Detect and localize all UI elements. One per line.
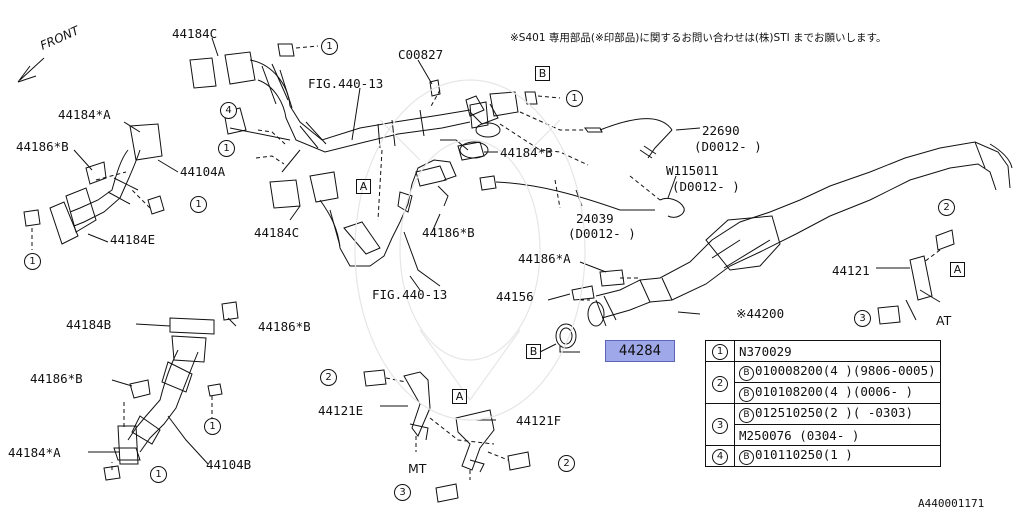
box-marker-a-right: A <box>950 262 965 277</box>
label-44186b-low-1: 44186*B <box>258 319 311 334</box>
label-44121e: 44121E <box>318 403 364 418</box>
front-exhaust-pipe-top <box>189 51 519 221</box>
box-marker-b-low: B <box>526 344 541 359</box>
label-44186b-low-2: 44186*B <box>30 371 83 386</box>
legend-key-1: 1 <box>712 344 728 360</box>
callout-1-g: 1 <box>150 466 167 483</box>
callout-3-a: 3 <box>854 310 871 327</box>
label-44186b-left: 44186*B <box>16 139 69 154</box>
label-44121f: 44121F <box>516 413 562 428</box>
bolt-b-icon: B <box>739 387 754 402</box>
box-marker-a-low: A <box>452 389 467 404</box>
sti-watermark <box>354 79 586 421</box>
legend-key-2: 2 <box>712 375 728 392</box>
bracket-44121-at <box>909 255 933 301</box>
bolt-44186b-left <box>85 161 107 185</box>
bolt-44186b-low <box>221 301 239 321</box>
diagram-reference-id: A440001171 <box>918 497 985 510</box>
bracket-44121e <box>403 371 431 441</box>
label-w115011: W115011 <box>666 163 719 178</box>
left-lower-exhaust-pipe <box>113 317 215 465</box>
legend-row-1[interactable]: 1 N370029 <box>705 340 941 362</box>
sti-notice: ※S401 専用部品(※印部品)に関するお問い合わせは(株)STI までお願いし… <box>510 32 887 44</box>
legend-text-1: N370029 <box>734 340 941 362</box>
oxygen-sensor-22690 <box>584 118 673 159</box>
label-mt: MT <box>408 461 427 476</box>
front-arrow-icon <box>17 57 45 83</box>
label-w115011-date: (D0012- ) <box>672 179 740 194</box>
legend-text-3b: M250076 (0304- ) <box>734 424 941 446</box>
label-44186a: 44186*A <box>518 251 571 266</box>
label-fig440-13-bot: FIG.440-13 <box>372 287 448 302</box>
oxygen-sensor-24039 <box>479 175 685 218</box>
callout-2-b: 2 <box>320 369 337 386</box>
callout-1-c: 1 <box>218 140 235 157</box>
legend-row-3b[interactable]: M250076 (0304- ) <box>706 424 941 446</box>
callout-1-d: 1 <box>190 196 207 213</box>
bolt-b-icon: B <box>739 408 754 423</box>
legend-key-3: 3 <box>712 417 728 434</box>
box-marker-a-mid: A <box>356 179 371 194</box>
callout-3-b: 3 <box>394 484 411 501</box>
rear-pipe-44200 <box>587 141 1013 327</box>
label-44184c-top: 44184C <box>172 26 218 41</box>
callout-1-a: 1 <box>321 38 338 55</box>
label-44156: 44156 <box>496 289 534 304</box>
callout-4: 4 <box>220 102 237 119</box>
label-at: AT <box>936 313 952 328</box>
legend-key-4: 4 <box>712 449 728 465</box>
label-22690-date: (D0012- ) <box>694 139 762 154</box>
label-44104b: 44104B <box>206 457 252 472</box>
label-44184b-low: 44184B <box>66 317 112 332</box>
label-44186b-mid: 44186*B <box>422 225 475 240</box>
label-44121: 44121 <box>832 263 870 278</box>
callout-2-a: 2 <box>938 199 955 216</box>
box-marker-b-top: B <box>535 66 550 81</box>
gasket-44184b-mid <box>457 141 485 161</box>
gasket-44284 <box>555 323 577 349</box>
label-44184a-top: 44184*A <box>58 107 111 122</box>
callout-1-b: 1 <box>566 90 583 107</box>
bolt-b-icon: B <box>739 366 754 381</box>
label-24039: 24039 <box>576 211 614 226</box>
label-44200: ※44200 <box>736 306 785 321</box>
highlighted-part-44284[interactable]: 44284 <box>605 340 675 362</box>
left-upper-exhaust-pipe <box>49 123 163 245</box>
callout-1-e: 1 <box>24 253 41 270</box>
label-44184b-mid: 44184*B <box>500 145 553 160</box>
leader-lines <box>73 37 910 465</box>
spring-44156 <box>571 285 595 301</box>
label-44104a: 44104A <box>180 164 226 179</box>
label-22690: 22690 <box>702 123 740 138</box>
callout-1-f: 1 <box>204 418 221 435</box>
bolt-44186a <box>599 269 625 287</box>
label-c00827: C00827 <box>398 47 444 62</box>
callout-2-c: 2 <box>558 455 575 472</box>
label-44184c-mid: 44184C <box>254 225 300 240</box>
label-24039-date: (D0012- ) <box>568 226 636 241</box>
label-44184a-low: 44184*A <box>8 445 61 460</box>
label-fig440-13-top: FIG.440-13 <box>308 76 384 91</box>
label-44184e: 44184E <box>110 232 156 247</box>
bolt-b-icon: B <box>739 450 754 465</box>
